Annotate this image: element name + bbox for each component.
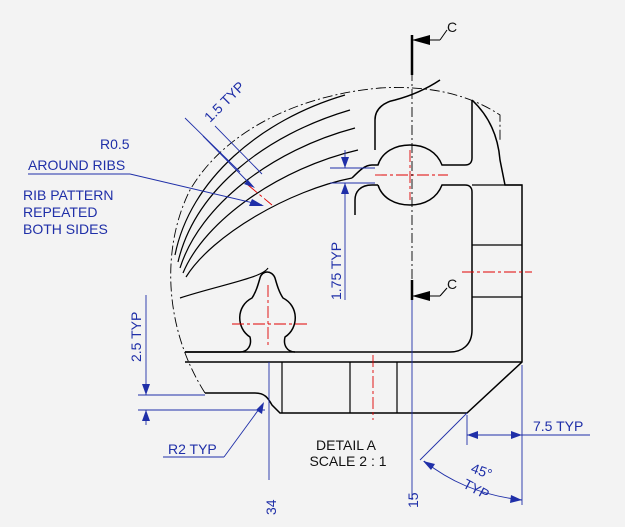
dim-height-25: 2.5 TYP	[128, 312, 144, 362]
detail-boundary-arc	[170, 87, 501, 394]
note-radius: R0.5	[100, 136, 130, 152]
view-label: DETAIL A SCALE 2 : 1	[309, 437, 386, 469]
dim-arrow	[467, 431, 478, 439]
dim-radius-typ: R2 TYP	[168, 441, 217, 457]
dim-angle: 45°	[469, 460, 494, 482]
base-outline	[205, 392, 287, 414]
rib-arc	[179, 127, 356, 269]
dim-height-175: 1.75 TYP	[328, 242, 344, 300]
rib-arc	[179, 267, 269, 299]
rib-arc	[177, 109, 351, 263]
leader-arrow	[249, 199, 264, 206]
section-arrow-head	[412, 35, 430, 45]
dim-ext	[419, 412, 468, 461]
dim-arrow	[341, 183, 349, 194]
outer-profile	[287, 99, 523, 414]
detail-title: DETAIL A	[316, 437, 377, 453]
section-label-top: C	[447, 19, 457, 35]
section-leader	[439, 287, 448, 297]
dim-arrow	[341, 157, 349, 168]
dim-arrow	[510, 495, 522, 503]
section-line: C C	[410, 19, 457, 301]
pocket-outline	[354, 184, 378, 215]
note-rib-repeated: REPEATED	[23, 204, 97, 220]
dim-arrow	[511, 431, 522, 439]
pocket-outline	[351, 100, 473, 179]
dim-arrow	[142, 384, 150, 395]
rib-arc	[174, 94, 346, 256]
section-arrow-head	[412, 291, 430, 301]
dim-arrow	[256, 402, 264, 414]
centerlines	[232, 150, 532, 420]
detail-scale: SCALE 2 : 1	[309, 453, 386, 469]
pocket-outline	[374, 79, 441, 150]
part-outline	[170, 79, 523, 414]
dim-arrow	[142, 410, 150, 421]
dim-rib-pitch-line	[184, 117, 241, 173]
rib-arc	[182, 149, 359, 274]
centerline	[247, 184, 273, 206]
dim-rib-pitch: 1.5 TYP	[201, 78, 248, 125]
dim-rib-pitch-ext	[214, 125, 263, 175]
note-around-ribs: AROUND RIBS	[28, 157, 125, 173]
section-label-bottom: C	[447, 276, 457, 292]
note-rib-both-sides: BOTH SIDES	[23, 221, 108, 237]
dim-arrow	[244, 180, 255, 188]
dim-width-75: 7.5 TYP	[533, 418, 583, 434]
dim-rib-pitch-ext	[202, 135, 253, 187]
keyhole-slot	[185, 271, 296, 353]
pocket-outline	[185, 184, 473, 353]
note-leader	[129, 173, 263, 206]
rib-arc	[185, 177, 353, 278]
dim-15: 15	[405, 492, 421, 508]
dim-arrow	[423, 461, 435, 470]
note-rib-pattern: RIB PATTERN	[23, 187, 114, 203]
dim-34: 34	[263, 499, 279, 515]
dim-leader	[223, 404, 263, 458]
section-leader	[439, 29, 448, 41]
